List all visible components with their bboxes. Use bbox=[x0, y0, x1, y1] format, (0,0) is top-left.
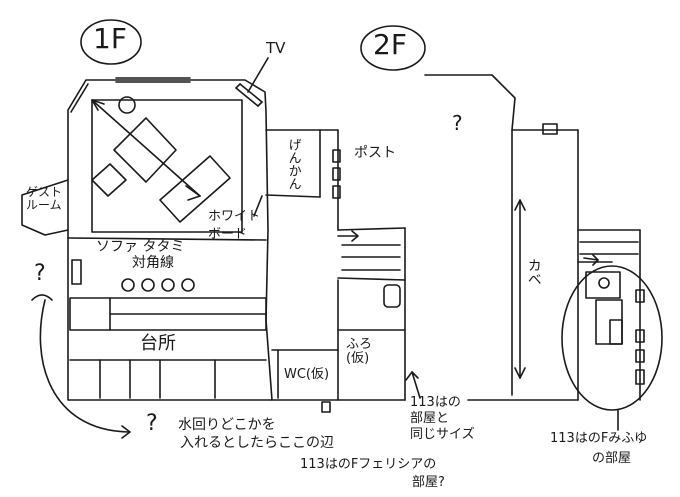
sofa-label-1: ソファ タタミ bbox=[96, 239, 185, 255]
tv-pointer bbox=[247, 57, 269, 93]
question-left: ? bbox=[34, 261, 46, 286]
living-divider bbox=[67, 237, 267, 241]
same-size-arrow bbox=[411, 371, 421, 399]
room113-note-2: 部屋? bbox=[412, 475, 445, 490]
kitchen-label: 台所 bbox=[140, 333, 176, 354]
genkan-label: げんかん bbox=[285, 138, 301, 190]
same-size-1: 113はの bbox=[410, 395, 461, 410]
wc-label: WC(仮) bbox=[284, 367, 330, 382]
whiteboard-label-1: ホワイト bbox=[208, 209, 261, 224]
water-marker bbox=[321, 401, 331, 413]
kitchen-counter bbox=[69, 259, 267, 331]
sofa-tatami-area bbox=[91, 96, 243, 233]
guest-room-label: ゲストルーム bbox=[26, 185, 63, 213]
floor1-title: 1F bbox=[93, 22, 127, 55]
wc-area bbox=[271, 349, 406, 401]
floor2-question: ? bbox=[452, 111, 463, 135]
floor2-walls bbox=[424, 74, 579, 401]
same-size-arrowhead bbox=[405, 371, 419, 381]
same-size-3: 同じサイズ bbox=[410, 427, 475, 442]
stairs-2f bbox=[577, 229, 641, 401]
water-note-2: 入れるとしたらここの辺 bbox=[180, 435, 334, 451]
tv-label: TV bbox=[266, 39, 286, 57]
mifuyu-note-2: の部屋 bbox=[592, 451, 632, 466]
floor2-title: 2F bbox=[373, 28, 407, 61]
bath-area bbox=[337, 279, 406, 401]
whiteboard-pointer bbox=[253, 195, 263, 217]
same-size-2: 部屋と bbox=[410, 411, 450, 426]
question-arrowhead bbox=[121, 425, 131, 439]
mifuyu-room bbox=[561, 265, 663, 411]
room113-note-1: 113はのFフェリシアの bbox=[300, 457, 437, 472]
mifuyu-note-1: 113はのFみふゆ bbox=[550, 431, 648, 446]
floor1-outer-walls bbox=[67, 77, 273, 401]
wall-label: カベ bbox=[525, 258, 542, 286]
guest-room-box bbox=[21, 179, 69, 236]
genkan-area bbox=[265, 129, 341, 231]
bath-label: ふろ(仮) bbox=[346, 337, 373, 367]
whiteboard-label-2: ボード bbox=[208, 227, 248, 242]
question-marker bbox=[31, 294, 53, 301]
lower-cabinets bbox=[69, 359, 267, 399]
floor2-title-circle bbox=[360, 25, 426, 71]
tv bbox=[235, 83, 263, 107]
post-label: ポスト bbox=[354, 145, 396, 161]
sofa-label-2: 対角線 bbox=[132, 255, 174, 271]
floor1-title-circle bbox=[80, 19, 142, 65]
question-arrow bbox=[39, 299, 129, 433]
stairs-1f bbox=[337, 227, 406, 401]
wall-arrow bbox=[514, 199, 526, 379]
water-note-1: 水回りどこかを bbox=[178, 417, 276, 433]
question-bottom: ? bbox=[146, 411, 158, 436]
